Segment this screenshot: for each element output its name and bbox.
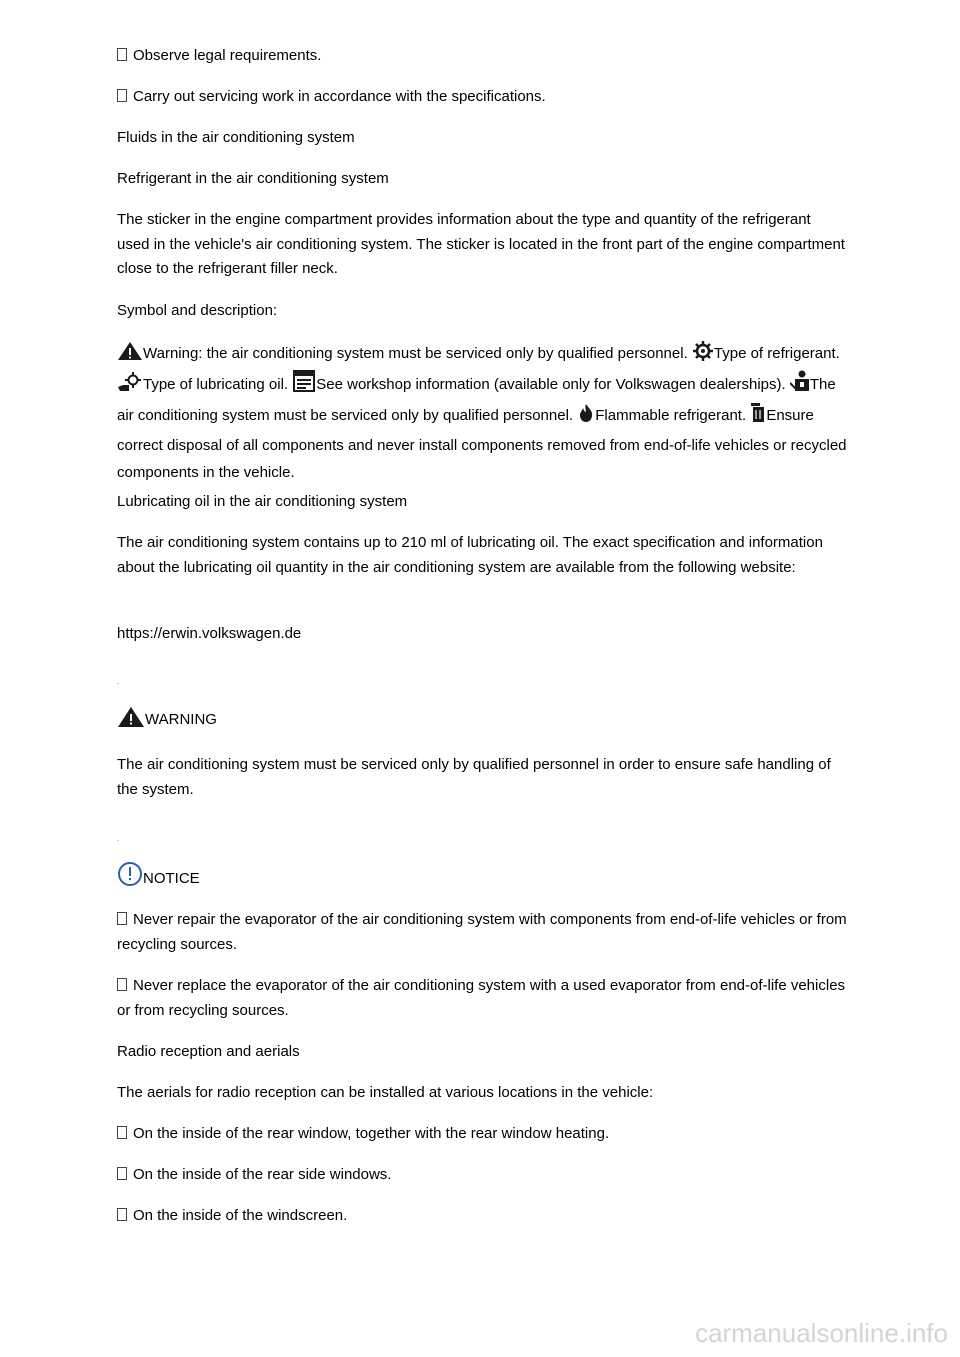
bullet-text: On the inside of the windscreen.	[133, 1207, 348, 1224]
warning-triangle-icon	[117, 341, 143, 370]
section-heading-lubricating: Lubricating oil in the air conditioning …	[117, 493, 408, 510]
bullet-text: Never replace the evaporator of the air …	[117, 977, 846, 1019]
bullet-text: On the inside of the rear side windows.	[133, 1166, 392, 1183]
bullet-text: On the inside of the rear window, togeth…	[133, 1125, 610, 1142]
section-heading-fluids: Fluids in the air conditioning system	[117, 129, 355, 146]
bullet-item: On the inside of the windscreen.	[117, 1204, 847, 1229]
bullet-item: Carry out servicing work in accordance w…	[117, 85, 847, 110]
bullet-text: Observe legal requirements.	[133, 47, 322, 64]
divider-mark	[117, 840, 119, 841]
bullet-item: On the inside of the rear side windows.	[117, 1163, 847, 1188]
warning-label: WARNING	[145, 711, 217, 728]
bullet-item: Observe legal requirements.	[117, 44, 847, 69]
website-url: https://erwin.volkswagen.de	[117, 625, 302, 642]
aerials-intro-paragraph: The aerials for radio reception can be i…	[117, 1084, 654, 1101]
disposal-bin-icon	[750, 401, 766, 432]
missing-glyph-icon	[117, 1126, 127, 1139]
missing-glyph-icon	[117, 48, 127, 61]
missing-glyph-icon	[117, 912, 127, 925]
oil-can-gear-icon	[117, 372, 143, 401]
qualified-personnel-icon	[789, 370, 810, 401]
warning-triangle-icon	[117, 706, 145, 738]
section-heading-refrigerant: Refrigerant in the air conditioning syst…	[117, 170, 389, 187]
flame-icon	[577, 403, 595, 432]
missing-glyph-icon	[117, 978, 127, 991]
bullet-item: Never replace the evaporator of the air …	[117, 974, 847, 1023]
missing-glyph-icon	[117, 1208, 127, 1221]
divider-mark	[117, 683, 119, 684]
warning-text: The air conditioning system must be serv…	[117, 756, 831, 798]
section-heading-radio: Radio reception and aerials	[117, 1043, 300, 1060]
bullet-text: Never repair the evaporator of the air c…	[117, 911, 847, 953]
notice-exclamation-icon	[117, 861, 143, 898]
bullet-item: On the inside of the rear window, togeth…	[117, 1122, 847, 1147]
lubricating-oil-paragraph: The air conditioning system contains up …	[117, 534, 823, 576]
missing-glyph-icon	[117, 1167, 127, 1180]
symbols-heading: Symbol and description:	[117, 302, 278, 319]
missing-glyph-icon	[117, 89, 127, 102]
workshop-manual-icon	[292, 370, 316, 401]
bullet-text: Carry out servicing work in accordance w…	[133, 88, 546, 105]
sticker-paragraph: The sticker in the engine compartment pr…	[117, 211, 845, 277]
notice-heading: NOTICE	[117, 861, 847, 898]
watermark: carmanualsonline.info	[695, 1318, 948, 1348]
bullet-item: Never repair the evaporator of the air c…	[117, 908, 847, 957]
notice-label: NOTICE	[143, 870, 200, 887]
symbols-paragraph: Warning: the air conditioning system mus…	[117, 340, 847, 486]
gear-snowflake-icon	[692, 341, 714, 370]
warning-heading: WARNING	[117, 706, 847, 738]
